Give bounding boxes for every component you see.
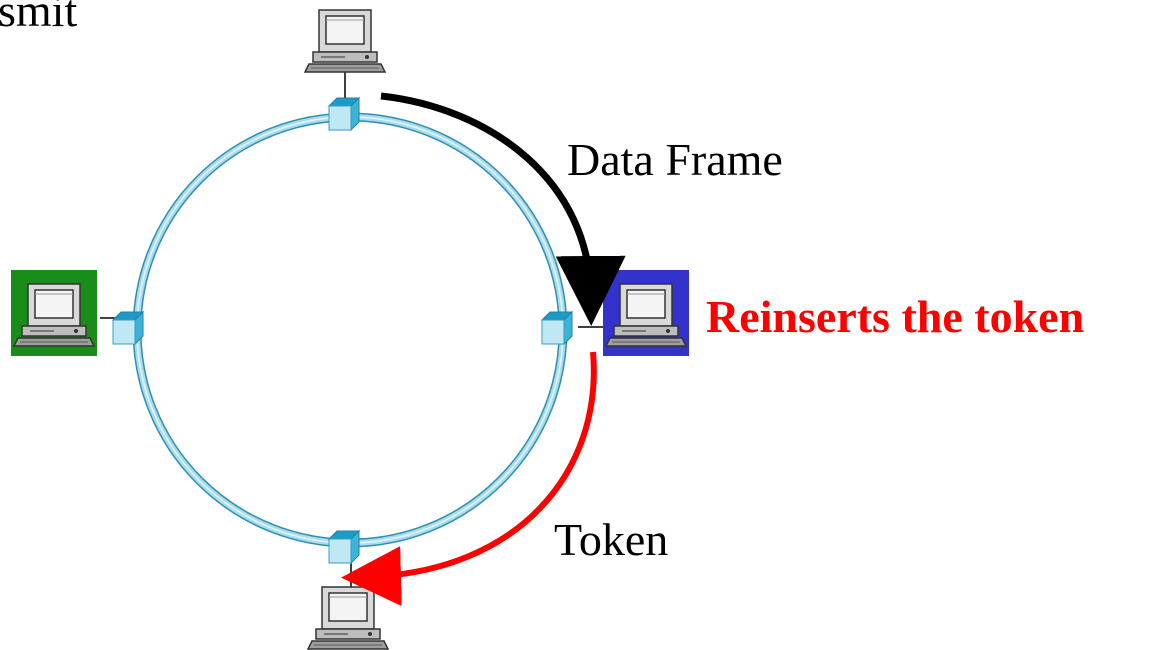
station-bottom [307, 586, 389, 650]
ring-connector-icon [112, 311, 144, 345]
token-label: Token [554, 514, 669, 565]
ring-network [132, 112, 568, 548]
drop-cables [100, 72, 605, 588]
ring-connector-icon [328, 97, 360, 131]
heading-fragment: smit [0, 0, 78, 36]
ring-connector-icon [541, 311, 573, 345]
reinserts-token-label: Reinserts the token [706, 291, 1085, 342]
computer-terminal-icon [307, 586, 389, 650]
ring-connector-icon [328, 530, 360, 564]
station-right [603, 270, 689, 356]
station-top [304, 9, 386, 73]
station-left [11, 270, 97, 356]
data-frame-arrow [380, 92, 626, 326]
token-arrow [341, 351, 597, 607]
data-frame-label: Data Frame [567, 134, 783, 185]
computer-terminal-icon [304, 9, 386, 73]
